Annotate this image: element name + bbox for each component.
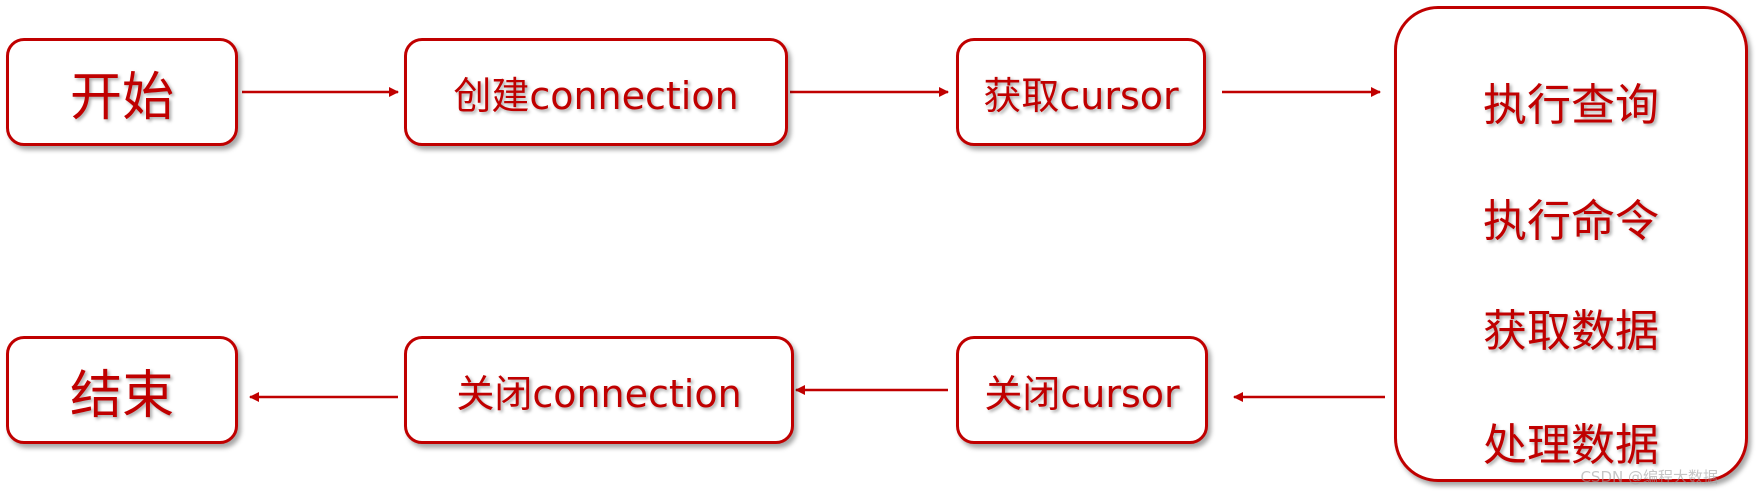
operation-fetch-data: 获取数据	[1483, 306, 1659, 357]
node-end-label: 结束	[69, 365, 174, 426]
node-operations: 执行查询 执行命令 获取数据 处理数据	[1394, 6, 1748, 482]
node-get-cursor-label: 获取cursor	[983, 73, 1179, 118]
node-close-cursor: 关闭cursor	[956, 336, 1208, 444]
watermark: CSDN @编程大数据	[1580, 468, 1718, 486]
node-close-connection-label: 关闭connection	[456, 371, 742, 416]
node-start: 开始	[6, 38, 238, 146]
node-get-cursor: 获取cursor	[956, 38, 1206, 146]
node-close-cursor-label: 关闭cursor	[984, 371, 1180, 416]
operation-command: 执行命令	[1483, 196, 1659, 247]
node-close-connection: 关闭connection	[404, 336, 794, 444]
node-end: 结束	[6, 336, 238, 444]
operation-query: 执行查询	[1483, 80, 1659, 131]
node-create-connection: 创建connection	[404, 38, 788, 146]
node-create-connection-label: 创建connection	[453, 73, 739, 118]
node-start-label: 开始	[69, 67, 174, 128]
operation-process-data: 处理数据	[1483, 420, 1659, 471]
